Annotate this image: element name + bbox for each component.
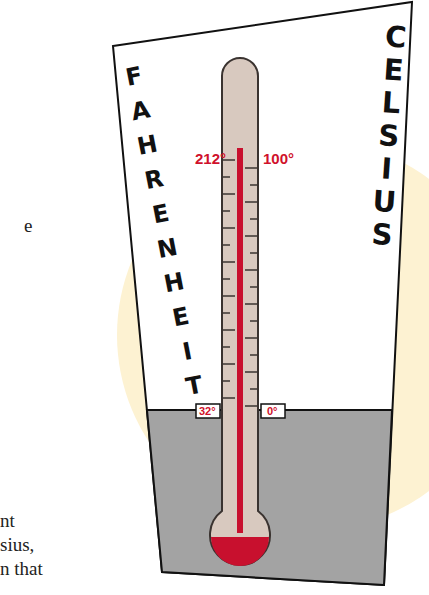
text-fragment: e xyxy=(24,215,32,238)
tick-mark xyxy=(250,286,258,288)
sign-panel xyxy=(113,2,412,585)
tick-mark xyxy=(250,252,258,254)
tick-mark xyxy=(222,312,230,314)
text-fragment: n that xyxy=(0,558,43,581)
tick-mark xyxy=(222,397,235,399)
tick-mark xyxy=(222,346,230,348)
temperature-value: 212° xyxy=(195,150,226,168)
tick-mark xyxy=(222,210,230,212)
temperature-value: 100° xyxy=(263,150,294,168)
thermometer-tube xyxy=(210,58,270,565)
tick-mark xyxy=(245,337,258,339)
text-fragment: nt xyxy=(0,510,15,533)
mercury-line xyxy=(237,148,243,533)
tick-mark xyxy=(245,405,258,407)
tick-mark xyxy=(222,227,235,229)
gray-band xyxy=(147,410,392,585)
tick-mark xyxy=(245,269,258,271)
tick-mark xyxy=(222,193,235,195)
tick-mark xyxy=(245,371,258,373)
temperature-value: 0° xyxy=(267,405,278,418)
tick-mark xyxy=(250,320,258,322)
tick-mark xyxy=(222,278,230,280)
label-tab xyxy=(196,404,220,418)
tick-mark xyxy=(222,363,235,365)
tick-mark xyxy=(250,354,258,356)
tick-mark xyxy=(250,218,258,220)
tick-mark xyxy=(245,303,258,305)
tick-mark xyxy=(222,176,230,178)
tick-mark xyxy=(250,388,258,390)
tick-mark xyxy=(245,201,258,203)
tick-mark xyxy=(222,329,235,331)
tick-mark xyxy=(245,235,258,237)
temperature-value: 32° xyxy=(199,405,216,418)
label-tab xyxy=(261,404,285,418)
tick-mark xyxy=(222,261,235,263)
tick-mark xyxy=(250,184,258,186)
tick-mark xyxy=(222,244,230,246)
tick-mark xyxy=(245,167,258,169)
text-fragment: sius, xyxy=(0,534,34,557)
tick-mark xyxy=(222,380,230,382)
mercury-bulb xyxy=(211,537,269,566)
tick-marks xyxy=(222,160,258,406)
tick-mark xyxy=(222,295,235,297)
